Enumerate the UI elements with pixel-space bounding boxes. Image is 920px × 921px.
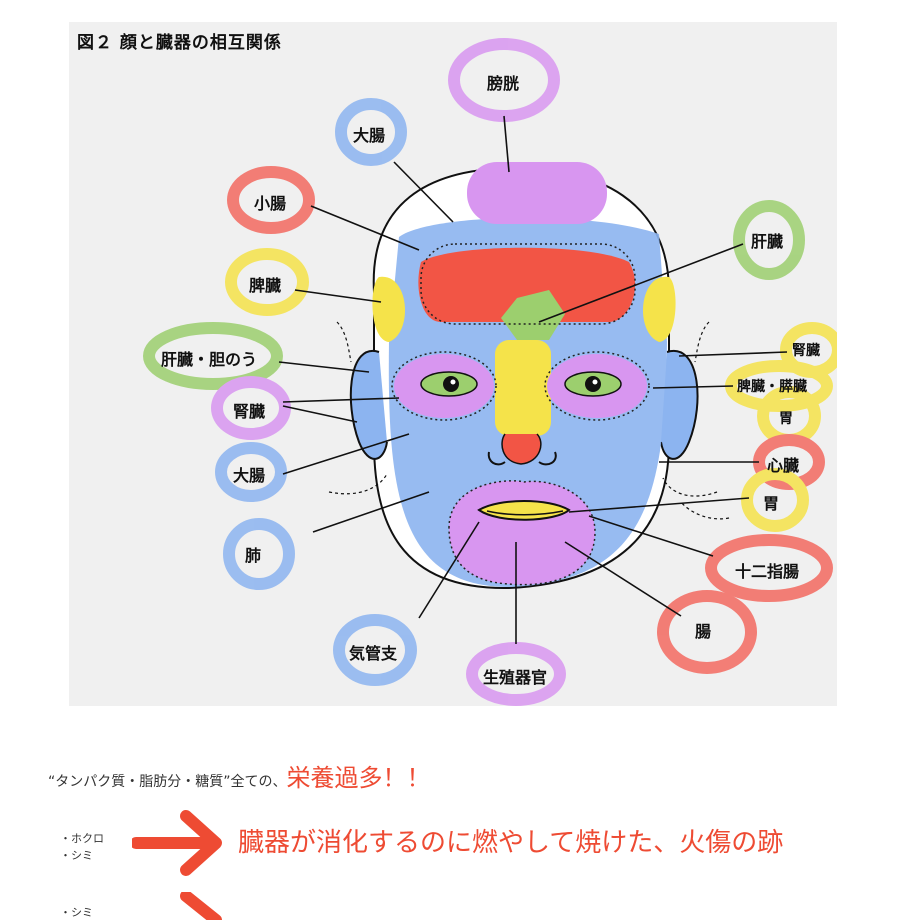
nutrition-line-prefix: “タンパク質・脂肪分・糖質”全ての、 [48,774,287,790]
label-kidney-left: 腎臓 [233,402,266,421]
nutrition-line-highlight: 栄養過多！！ [286,764,431,792]
figure-title: 図２ 顔と臓器の相互関係 [77,33,282,53]
bullet-mole: ・ホクロ [60,832,104,845]
label-spleen-left: 脾臓 [249,276,282,295]
label-large-intestine-left: 大腸 [233,466,266,485]
label-liver-right: 肝臓 [751,232,784,251]
label-duodenum: 十二指腸 [735,562,800,581]
label-small-intestine: 小腸 [254,194,287,213]
label-stomach-upper: 胃 [779,411,793,427]
face-organ-figure: 図２ 顔と臓器の相互関係 膀胱 大腸 小腸 脾臓 肝臓・胆のう 腎臓 大腸 肺 … [69,22,837,706]
label-reproductive: 生殖器官 [483,668,548,687]
row2-bullets: ・シミ [60,904,93,921]
face-diagram [143,38,837,706]
nutrition-line: “タンパク質・脂肪分・糖質”全ての、栄養過多！！ [48,758,431,793]
bullet-spot: ・シミ [60,849,93,862]
row1-explanation: 臓器が消化するのに燃やして焼けた、火傷の跡 [238,828,784,858]
label-lung: 肺 [245,546,262,565]
label-liver-gallbladder: 肝臓・胆のう [161,350,258,369]
label-heart: 心臓 [767,456,800,475]
label-intestine: 腸 [695,622,712,641]
label-spleen-pancreas: 脾臓・膵臓 [737,379,807,395]
row1-bullets: ・ホクロ ・シミ [60,830,104,864]
label-bladder: 膀胱 [487,74,520,93]
label-kidney-right: 腎臓 [792,343,820,359]
label-large-intestine-top: 大腸 [353,126,386,145]
arrow-right-icon [132,810,222,876]
arrow-right-icon-partial [180,892,222,920]
label-stomach-lower: 胃 [763,494,780,513]
label-trachea: 気管支 [349,644,398,663]
bullet-spot-2: ・シミ [60,906,93,919]
